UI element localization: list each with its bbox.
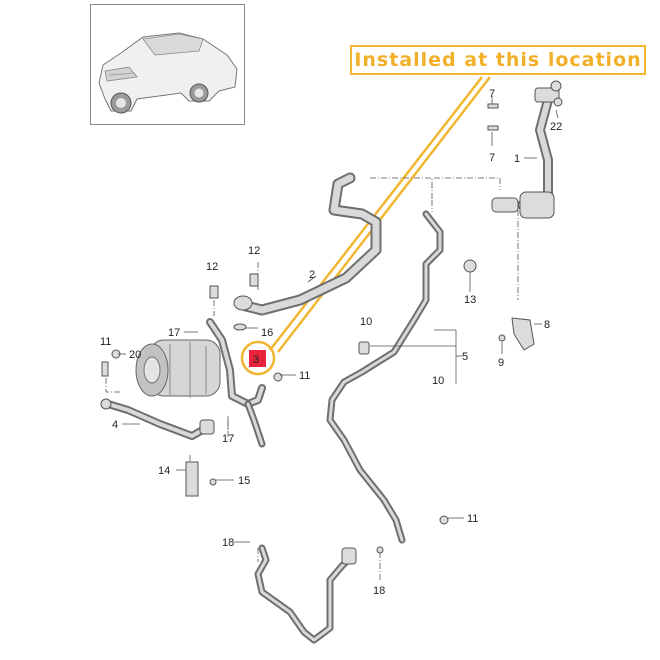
part-label-17a: 17 (168, 327, 180, 339)
part-label-10a: 10 (360, 316, 372, 328)
callout-leader-left (269, 76, 483, 351)
part-2-end (233, 295, 253, 311)
part-label-16: 16 (261, 327, 273, 339)
part-label-2: 2 (309, 269, 315, 281)
part-14-bracket (185, 461, 199, 497)
part-label-18b: 18 (373, 585, 385, 597)
installed-location-callout: Installed at this location (350, 45, 646, 75)
part-label-20: 20 (129, 349, 141, 361)
part-label-14: 14 (158, 465, 170, 477)
highlight-marker (249, 350, 266, 367)
part-label-22: 22 (550, 121, 562, 133)
part-label-9: 9 (498, 357, 504, 369)
part-label-5: 5 (462, 351, 468, 363)
vehicle-thumbnail-frame (90, 4, 245, 125)
part-label-12b: 12 (206, 261, 218, 273)
part-1-fitting (534, 87, 560, 103)
part-label-17b: 17 (222, 433, 234, 445)
part-label-8: 8 (544, 319, 550, 331)
part-label-15: 15 (238, 475, 250, 487)
part-label-18a: 18 (222, 537, 234, 549)
ac-compressor (135, 339, 221, 398)
part-label-11c: 11 (467, 513, 478, 525)
part-label-1: 1 (514, 153, 520, 165)
part-label-11b: 11 (100, 336, 111, 348)
car-suv-icon (98, 32, 238, 114)
part-label-11a: 11 (299, 370, 310, 382)
part-label-4: 4 (112, 419, 118, 431)
part-label-13: 13 (464, 294, 476, 306)
callout-leader-right (277, 76, 491, 353)
part-label-3: 3 (253, 354, 259, 366)
part-label-7a: 7 (489, 88, 495, 100)
part-label-7b: 7 (489, 152, 495, 164)
part-1-block (519, 191, 555, 219)
part-label-10b: 10 (432, 375, 444, 387)
part-label-12a: 12 (248, 245, 260, 257)
highlight-ring (240, 340, 276, 376)
part-8-bracket (511, 317, 535, 351)
